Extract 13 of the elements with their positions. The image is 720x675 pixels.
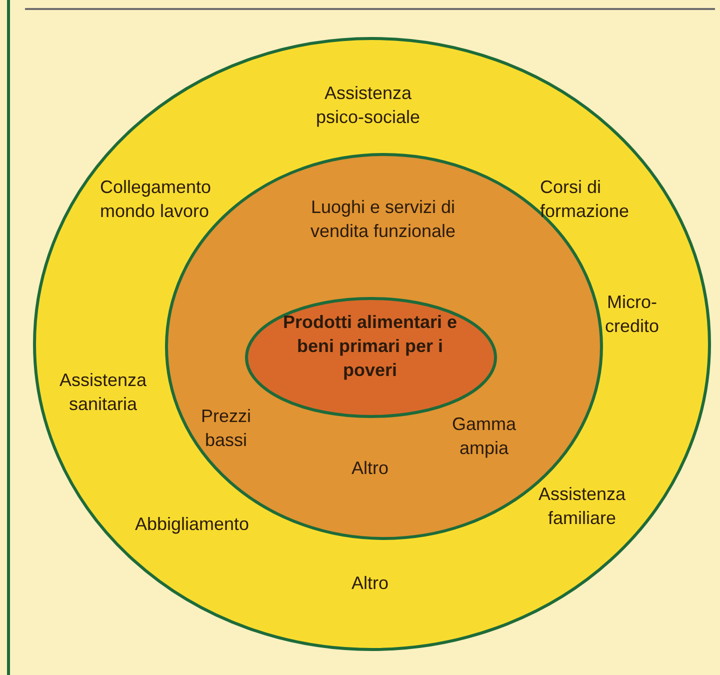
ring-label: Assistenza psico-sociale — [314, 82, 422, 129]
ring-label: Assistenza sanitaria — [58, 369, 148, 416]
ring-label: Collegamento mondo lavoro — [100, 176, 212, 223]
core-label: Prodotti alimentari e beni primari per i poveri — [282, 311, 458, 382]
ring-label: Assistenza familiare — [537, 483, 627, 530]
ring-label: Altro — [350, 572, 390, 595]
ring-label: Corsi di formazione — [540, 176, 630, 223]
ring-label: Gamma ampia — [450, 413, 517, 460]
ring-label: Micro-credito — [604, 291, 660, 338]
ring-label: Altro — [350, 457, 390, 480]
ring-label: Luoghi e servizi di vendita funzionale — [309, 196, 457, 243]
ring-label: Prezzi bassi — [200, 405, 252, 452]
ring-label: Abbigliamento — [134, 513, 250, 536]
